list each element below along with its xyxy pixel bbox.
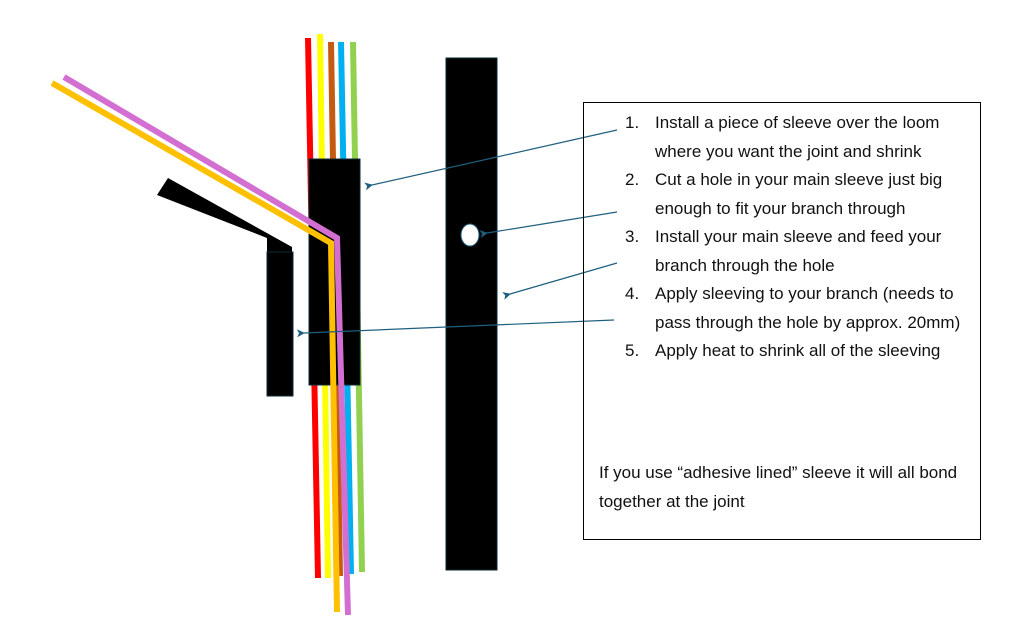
step-3: 3. Install your main sleeve and feed your…	[584, 223, 980, 280]
step-text: Apply heat to shrink all of the sleeving	[655, 341, 941, 360]
step-text: Install a piece of sleeve over the loom …	[655, 113, 940, 161]
step-5: 5. Apply heat to shrink all of the sleevi…	[584, 337, 980, 366]
wire-orange-branch	[50, 80, 340, 613]
step-number: 5.	[625, 341, 640, 360]
branch-sleeve	[266, 251, 294, 397]
instructions-box: 1. Install a piece of sleeve over the loo…	[583, 102, 981, 540]
arrow-step-4	[296, 319, 615, 338]
wire-pink-branch	[62, 74, 351, 616]
adhesive-note: If you use “adhesive lined” sleeve it wi…	[599, 463, 958, 511]
steps-list: 1. Install a piece of sleeve over the loo…	[584, 109, 980, 366]
arrow-step-3	[502, 262, 618, 300]
step-number: 4.	[625, 284, 640, 303]
arrow-step-1	[364, 129, 618, 191]
step-number: 3.	[625, 227, 640, 246]
sleeve-hole	[460, 223, 480, 247]
step-4: 4. Apply sleeving to your branch (needs t…	[584, 280, 980, 337]
main-sleeve	[445, 57, 498, 571]
arrow-step-2	[479, 211, 618, 239]
step-text: Apply sleeving to your branch (needs to …	[655, 284, 961, 332]
step-number: 1.	[625, 113, 640, 132]
step-number: 2.	[625, 170, 640, 189]
step-2: 2. Cut a hole in your main sleeve just bi…	[584, 166, 980, 223]
step-1: 1. Install a piece of sleeve over the loo…	[584, 109, 980, 166]
step-text: Cut a hole in your main sleeve just big …	[655, 170, 943, 218]
step-text: Install your main sleeve and feed your b…	[655, 227, 942, 275]
branch-sleeve-angled	[157, 178, 292, 252]
